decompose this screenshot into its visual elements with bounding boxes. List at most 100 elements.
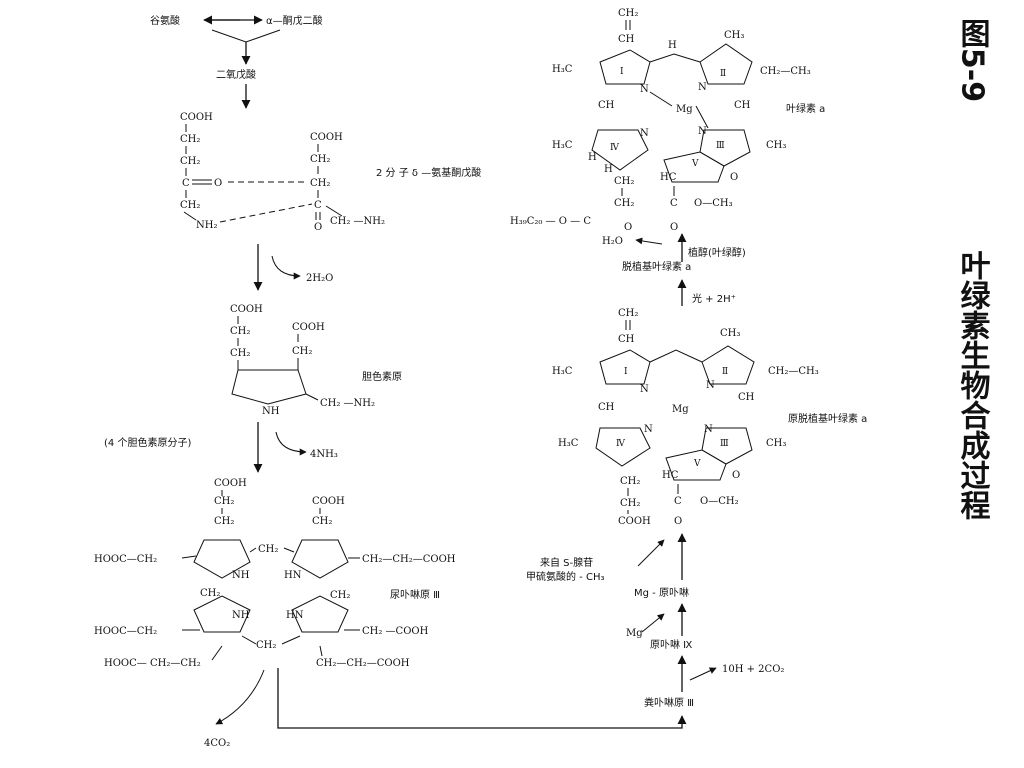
- chla-ring-1: [599, 49, 651, 85]
- chla-ch2-a: CH₂: [614, 176, 634, 187]
- pchl-ch-right: CH: [738, 392, 755, 403]
- uro-bond: [281, 635, 301, 645]
- chla-ester-o2: O: [670, 222, 678, 233]
- pbg-bond: [305, 393, 319, 401]
- chla-n-3: N: [698, 126, 707, 137]
- chla-h-4: H: [588, 152, 597, 163]
- uro-nh-bottom-left: NH: [232, 610, 250, 621]
- uro-hooc-left-bottom: HOOC— CH₂—CH₂: [104, 658, 201, 669]
- water-out-label: 2H₂O: [306, 273, 333, 284]
- chlorophyllide-a-label: 脱植基叶绿素 a: [622, 260, 691, 273]
- pchl-c-o: O: [732, 470, 740, 481]
- uro-bridge-bottom: CH₂: [256, 640, 276, 651]
- chla-h-bridge: H: [668, 40, 677, 51]
- uroporphyrinogen-molecule: COOH CH₂ CH₂ COOH CH₂ NH HN NH HN CH₂ CH…: [94, 478, 456, 669]
- chla-vinyl-ch2: CH₂: [618, 8, 638, 19]
- glutamate-label: 谷氨酸: [150, 14, 180, 27]
- water-in-arrow: [635, 237, 663, 245]
- porphobilinogen-label: 胆色素原: [362, 370, 402, 383]
- ala2-c: C: [314, 200, 322, 211]
- ala2-cooh: COOH: [310, 132, 343, 143]
- porphobilinogen-molecule: COOH CH₂ CH₂ COOH CH₂ NH CH₂ —NH₂: [230, 304, 375, 417]
- pchl-hc: HC: [662, 470, 679, 481]
- pchl-vinyl-ch: CH: [618, 334, 635, 345]
- chla-ring-4: [591, 129, 649, 171]
- condensation-dash-2: [219, 203, 313, 223]
- uro-ring-top-right: [291, 539, 349, 579]
- chla-ring-3-label: Ⅲ: [716, 141, 725, 151]
- sam-methyl-label-2: 甲硫氨酸的 - CH₃: [526, 570, 604, 583]
- uro-bridge-left: CH₂: [200, 588, 220, 599]
- chla-ch-left: CH: [598, 100, 615, 111]
- pchl-ch2-ch3: CH₂—CH₃: [768, 366, 819, 377]
- ala-label: 2 分 子 δ —氨基酮戊酸: [376, 166, 481, 179]
- ala-molecule-1: COOH CH₂ CH₂ C O CH₂ NH₂: [180, 112, 222, 231]
- uro-ch2-c: CH₂: [312, 516, 332, 527]
- chla-mg: Mg: [676, 104, 693, 115]
- ala-molecule-2: COOH CH₂ CH₂ C O CH₂ —NH₂: [310, 132, 385, 233]
- decarboxylation-label: 10H + 2CO₂: [722, 664, 784, 675]
- uro-bond: [181, 555, 197, 559]
- uro-nh-top-left: NH: [232, 570, 250, 581]
- pchl-ch3-top: CH₃: [720, 328, 740, 339]
- ala1-cooh: COOH: [180, 112, 213, 123]
- pchl-ring-5: [665, 449, 727, 481]
- uro-cooh-top-left: COOH: [214, 478, 247, 489]
- chla-ch3-top: CH₃: [724, 30, 744, 41]
- sam-methyl-label-1: 来自 S-腺苷: [540, 556, 593, 569]
- ammonia-out-label: 4NH₃: [310, 449, 338, 460]
- pchl-ch2-a: CH₂: [620, 476, 640, 487]
- uro-ring-bottom-left: [193, 595, 251, 633]
- ala1-ch2-b: CH₂: [180, 156, 200, 167]
- ala1-ch2-c: CH₂: [180, 200, 200, 211]
- ala1-nh2: NH₂: [196, 220, 217, 231]
- pbg-ch2-a: CH₂: [230, 326, 250, 337]
- uro-ch2-b: CH₂: [214, 516, 234, 527]
- pchl-ch2-b: CH₂: [620, 498, 640, 509]
- figure-number: 图5-9: [955, 18, 990, 102]
- pchl-n-3: N: [704, 424, 713, 435]
- co2-release-arrow: [215, 669, 265, 725]
- pchl-ester-c: C: [674, 496, 682, 507]
- chla-ring-3: [699, 129, 751, 167]
- chla-ch-right: CH: [734, 100, 751, 111]
- chla-ring-1-label: Ⅰ: [620, 67, 624, 77]
- pchl-mg: Mg: [672, 404, 689, 415]
- uro-hooc-left-top: HOOC—CH₂: [94, 554, 157, 565]
- protoporphyrin-ix-label: 原卟啉 Ⅸ: [650, 639, 692, 651]
- chla-n-4: N: [640, 128, 649, 139]
- chla-n-1: N: [640, 84, 649, 95]
- uro-bond: [211, 645, 223, 661]
- uro-ring-bottom-right: [291, 595, 349, 633]
- pchl-ring-4-label: Ⅳ: [616, 439, 626, 449]
- pchl-ester-o: O: [674, 516, 682, 527]
- uro-bond: [249, 547, 257, 553]
- coproporphyrinogen-label: 粪卟啉原 Ⅲ: [644, 696, 694, 709]
- ala2-ch2-nh2: CH₂ —NH₂: [330, 216, 385, 227]
- chla-o-ch3: O—CH₃: [694, 198, 733, 209]
- chla-bridge: [649, 53, 701, 63]
- uro-bridge-right: CH₂: [330, 590, 350, 601]
- uro-ring-top-left: [193, 539, 251, 579]
- figure-caption: 叶绿素生物合成过程: [955, 250, 991, 520]
- uro-bond: [319, 645, 323, 657]
- ala2-o: O: [314, 222, 322, 233]
- pbg-cooh-a: COOH: [230, 304, 263, 315]
- chla-ring-5-label: Ⅴ: [691, 159, 699, 169]
- four-molecules-label: (4 个胆色素原分子): [104, 436, 191, 449]
- chla-ch2-ch3: CH₂—CH₃: [760, 66, 811, 77]
- pbg-ch2-b: CH₂: [230, 348, 250, 359]
- convergence-lines: [211, 29, 281, 43]
- mg-protoporphyrin-label: Mg - 原卟啉: [634, 587, 689, 599]
- pchl-ring-4: [595, 427, 651, 467]
- chla-c-o: O: [730, 172, 738, 183]
- ala2-ch2-a: CH₂: [310, 154, 330, 165]
- figure-title: 图5-9 叶绿素生物合成过程: [955, 18, 991, 521]
- pchl-bridge: [649, 349, 703, 363]
- chla-h3c-left: H₃C: [552, 64, 573, 75]
- pchl-ch3-right: CH₃: [766, 438, 786, 449]
- chla-h-sub: H: [604, 164, 613, 175]
- chla-vinyl-ch: CH: [618, 34, 635, 45]
- pchl-ring-2-label: Ⅱ: [722, 367, 728, 377]
